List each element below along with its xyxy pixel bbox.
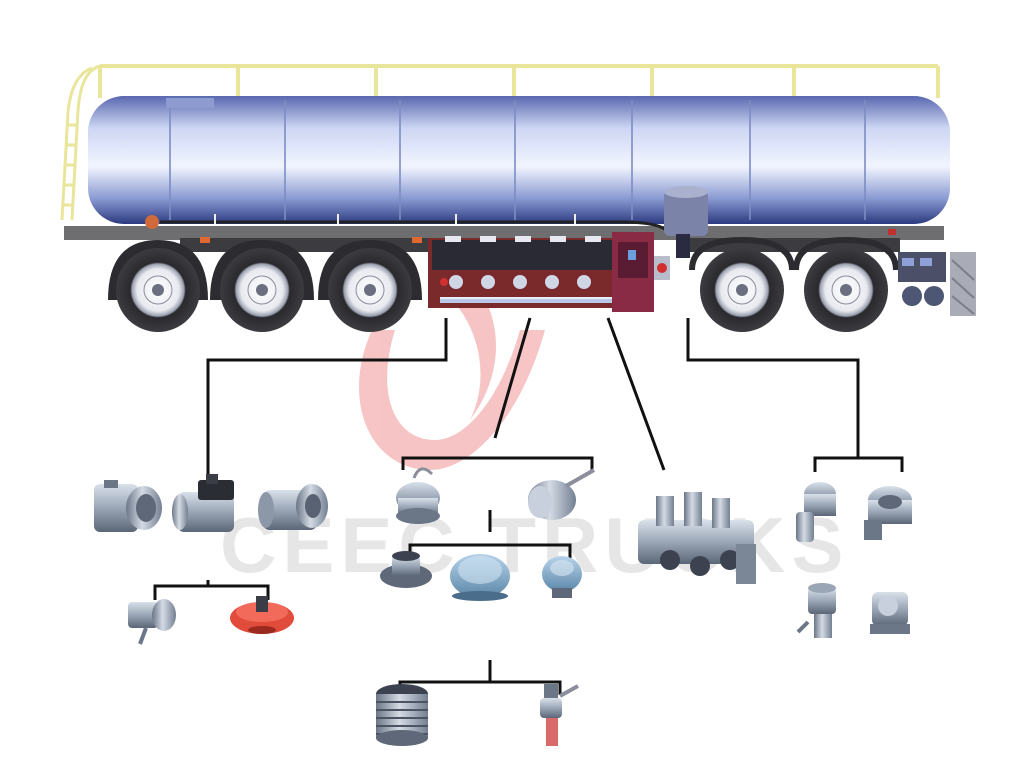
inspection-valve-icon <box>870 592 910 634</box>
breather-valve-icon <box>542 556 582 598</box>
gravity-valve-icon <box>258 484 328 530</box>
tank-body <box>88 96 950 224</box>
coupling-adapter-icon <box>128 599 176 645</box>
valve-cabinet <box>428 232 670 312</box>
manhole-cover-icon <box>380 551 432 588</box>
api-adaptor-icon <box>528 468 595 520</box>
red-cap-valve-icon <box>230 596 294 634</box>
filter-icon <box>376 684 428 746</box>
ladder-icon <box>60 64 101 221</box>
manhole-icon <box>166 98 214 108</box>
chassis-frame <box>64 226 944 240</box>
manifold-valve-icon <box>638 492 756 584</box>
top-handrail <box>98 64 940 98</box>
emergency-valve-icon <box>94 480 162 532</box>
pneumatic-control-icon <box>450 554 510 601</box>
bottom-valve-icon <box>172 474 234 532</box>
pump-icon <box>540 684 579 746</box>
sensor-valve-icon <box>796 583 836 638</box>
tanker-trailer <box>60 64 976 332</box>
vent-valve-icon <box>864 486 912 540</box>
overfill-valve-icon <box>796 482 836 542</box>
ceec-logo <box>358 290 545 470</box>
connector-lines <box>153 317 904 695</box>
vapor-recovery-valve-icon <box>396 467 440 524</box>
